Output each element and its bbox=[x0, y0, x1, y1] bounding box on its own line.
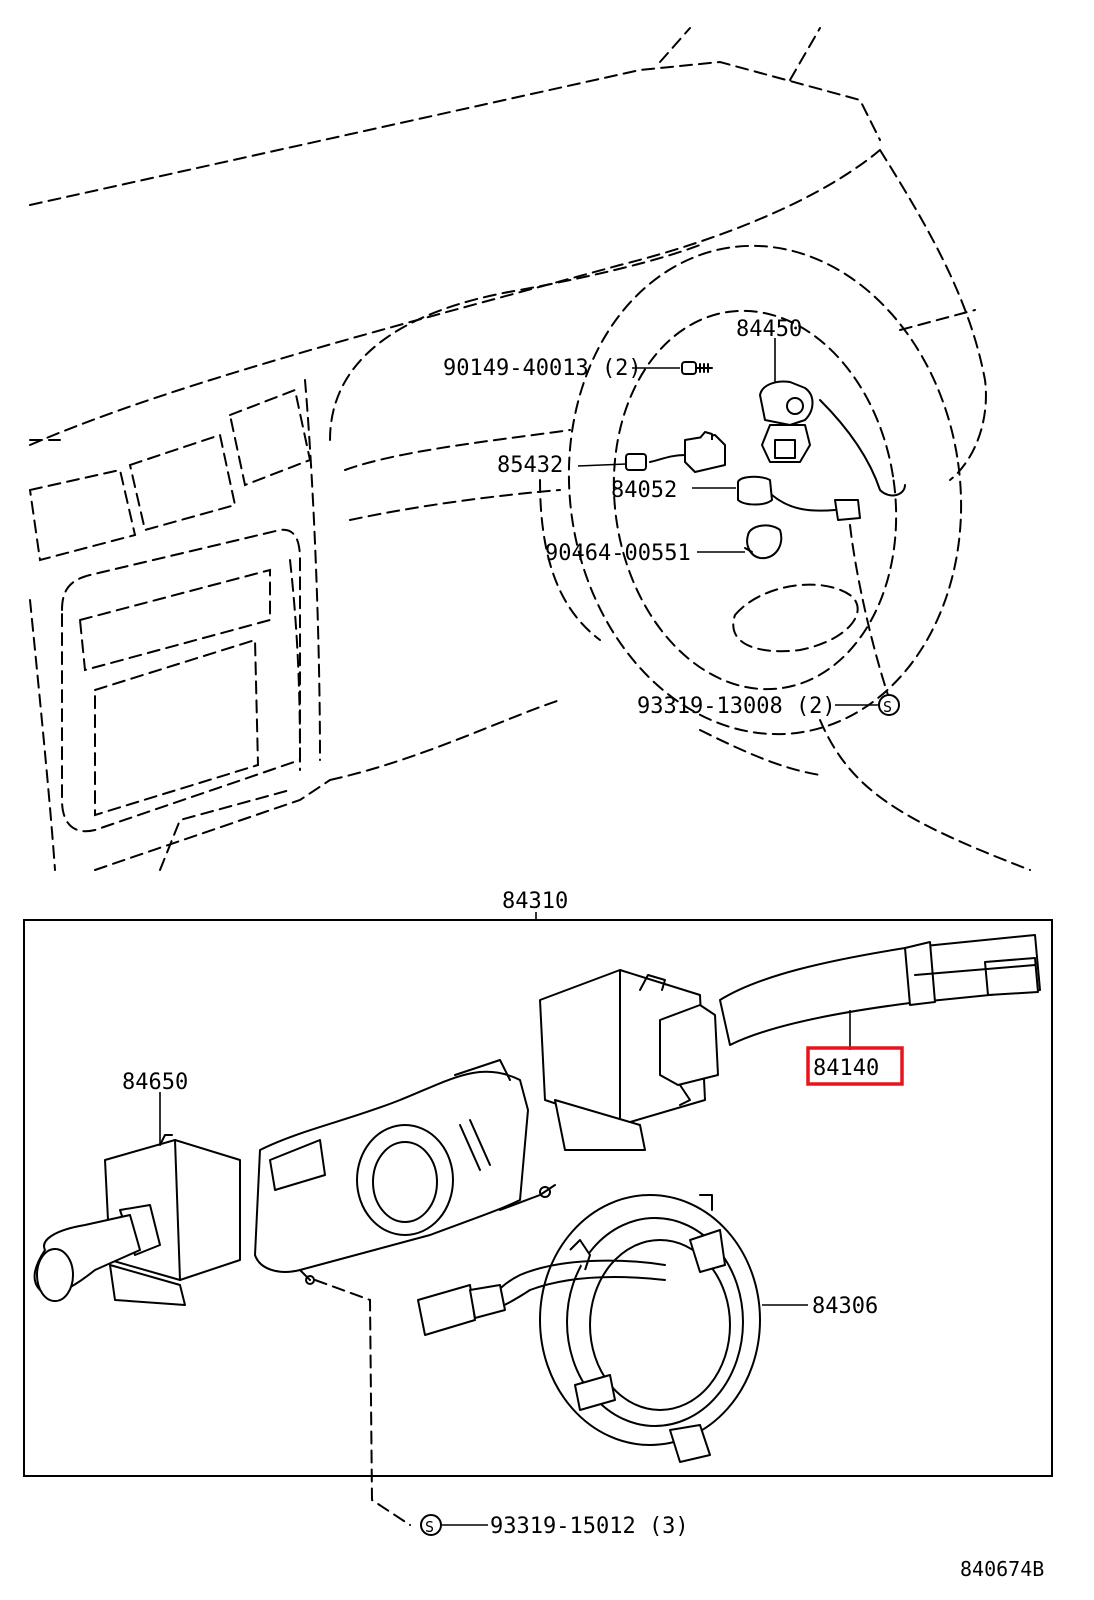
connector-plug bbox=[417, 1284, 506, 1336]
switch-84052 bbox=[737, 399, 906, 521]
spiral-cable-84306 bbox=[489, 1194, 761, 1463]
highlight-box-84140 bbox=[806, 1046, 904, 1086]
callout-93319-15012: 93319-15012 (3) bbox=[490, 1514, 689, 1539]
callout-84310: 84310 bbox=[502, 889, 568, 914]
switch-body-84140 bbox=[539, 969, 719, 1151]
assembly-box-84310 bbox=[23, 919, 1053, 1477]
callout-93319-13008: 93319-13008 (2) bbox=[637, 694, 836, 719]
callout-90149-40013: 90149-40013 (2) bbox=[443, 356, 642, 381]
screw-90149-icon bbox=[681, 361, 713, 375]
callout-84650: 84650 bbox=[122, 1070, 188, 1095]
svg-text:S: S bbox=[425, 1518, 434, 1536]
dashboard-outline bbox=[28, 27, 1031, 871]
relay-85432 bbox=[625, 431, 726, 473]
callout-84052: 84052 bbox=[611, 478, 677, 503]
callout-90464-00551: 90464-00551 bbox=[545, 541, 691, 566]
ignition-switch-84450 bbox=[759, 380, 814, 463]
screw-symbol-a-icon: S bbox=[878, 694, 900, 716]
wiper-switch-84140 bbox=[719, 934, 1041, 1046]
callout-85432: 85432 bbox=[497, 453, 563, 478]
screw-symbol-b-icon: S bbox=[420, 1514, 442, 1536]
svg-text:S: S bbox=[883, 698, 892, 716]
clamp-90464 bbox=[744, 524, 783, 560]
light-switch-84650 bbox=[33, 1134, 241, 1306]
switch-bracket bbox=[254, 1059, 556, 1285]
callout-84306: 84306 bbox=[812, 1294, 878, 1319]
callout-84140: 84140 bbox=[813, 1056, 879, 1081]
steering-wheel bbox=[539, 244, 963, 736]
figure-code: 840674B bbox=[960, 1557, 1044, 1581]
callout-84450: 84450 bbox=[736, 317, 802, 342]
